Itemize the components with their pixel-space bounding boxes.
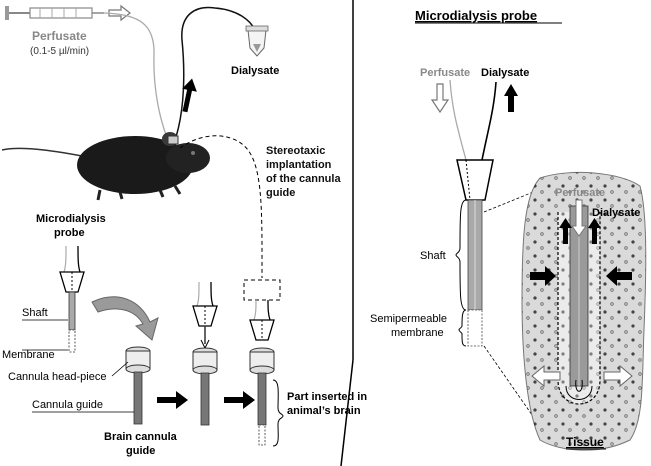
brain-cannula-line1: Brain cannula bbox=[104, 431, 178, 443]
shaft-brace-right bbox=[455, 199, 467, 311]
perfusate-label-right: Perfusate bbox=[420, 67, 470, 79]
flow-rate-label: (0.1-5 µl/min) bbox=[30, 46, 89, 57]
curved-arrow-icon bbox=[91, 296, 159, 341]
insertion-brace bbox=[272, 379, 284, 447]
syringe-icon bbox=[5, 6, 104, 20]
right-arrow-icon bbox=[224, 391, 255, 409]
inflow-arrow-right-icon bbox=[606, 266, 632, 286]
stereotaxic-text-1: Stereotaxic bbox=[266, 145, 325, 157]
guide-label: Cannula guide bbox=[32, 399, 103, 411]
membrane-brace-right bbox=[458, 309, 467, 347]
perfusate-label: Perfusate bbox=[32, 29, 87, 43]
zoom-dialysate-label: Dialysate bbox=[592, 207, 640, 219]
outflow-arrow-right-icon bbox=[603, 364, 633, 388]
up-arrow-icon bbox=[588, 218, 601, 244]
up-arrow-icon bbox=[559, 218, 572, 244]
inserted-label-line2: animal’s brain bbox=[287, 405, 361, 417]
shaft-label-left: Shaft bbox=[22, 307, 48, 319]
stereotaxic-text-4: guide bbox=[266, 187, 295, 199]
tissue-zoom bbox=[521, 171, 647, 451]
brain-cannula-line2: guide bbox=[126, 445, 155, 457]
dialysate-label-left: Dialysate bbox=[231, 65, 279, 77]
down-arrow-icon bbox=[430, 83, 450, 114]
probe-title-line2: probe bbox=[54, 227, 85, 239]
collection-vial-icon bbox=[245, 25, 269, 57]
stereotaxic-dashed-line bbox=[179, 135, 263, 279]
inserted-label-line1: Part inserted in bbox=[287, 391, 367, 403]
semipermeable-label-line1: Semipermeable bbox=[370, 313, 447, 325]
probe-inserting-icon bbox=[192, 281, 218, 426]
dialysate-label-right: Dialysate bbox=[481, 67, 529, 79]
inflow-tubing bbox=[103, 12, 169, 141]
mouse-icon bbox=[1, 132, 210, 201]
flow-arrow-icon bbox=[108, 4, 131, 22]
up-arrow-icon bbox=[182, 78, 197, 113]
up-arrow-icon bbox=[504, 84, 518, 112]
right-arrow-icon bbox=[157, 391, 188, 409]
right-panel-title: Microdialysis probe bbox=[415, 8, 537, 23]
probe-right-icon bbox=[449, 79, 497, 347]
probe-inserted-icon bbox=[243, 279, 281, 446]
shaft-label-right: Shaft bbox=[420, 250, 446, 262]
stereotaxic-text-3: of the cannula bbox=[266, 173, 341, 185]
membrane-label-left: Membrane bbox=[2, 349, 55, 361]
probe-left-icon bbox=[59, 245, 85, 353]
inflow-arrow-left-icon bbox=[530, 266, 556, 286]
headpiece-label: Cannula head-piece bbox=[8, 371, 106, 383]
semipermeable-label-line2: membrane bbox=[391, 327, 444, 339]
cannula-headpiece-on-mouse bbox=[167, 135, 179, 145]
down-arrow-icon bbox=[571, 199, 587, 237]
outflow-arrow-left-icon bbox=[531, 364, 561, 388]
outflow-tubing bbox=[174, 6, 256, 141]
tissue-label: Tissue bbox=[566, 435, 604, 449]
probe-title-line1: Microdialysis bbox=[36, 213, 106, 225]
stereotaxic-text-2: implantation bbox=[266, 159, 332, 171]
cannula-guide-icon bbox=[125, 346, 151, 425]
zoom-perfusate-label: Perfusate bbox=[555, 187, 605, 199]
